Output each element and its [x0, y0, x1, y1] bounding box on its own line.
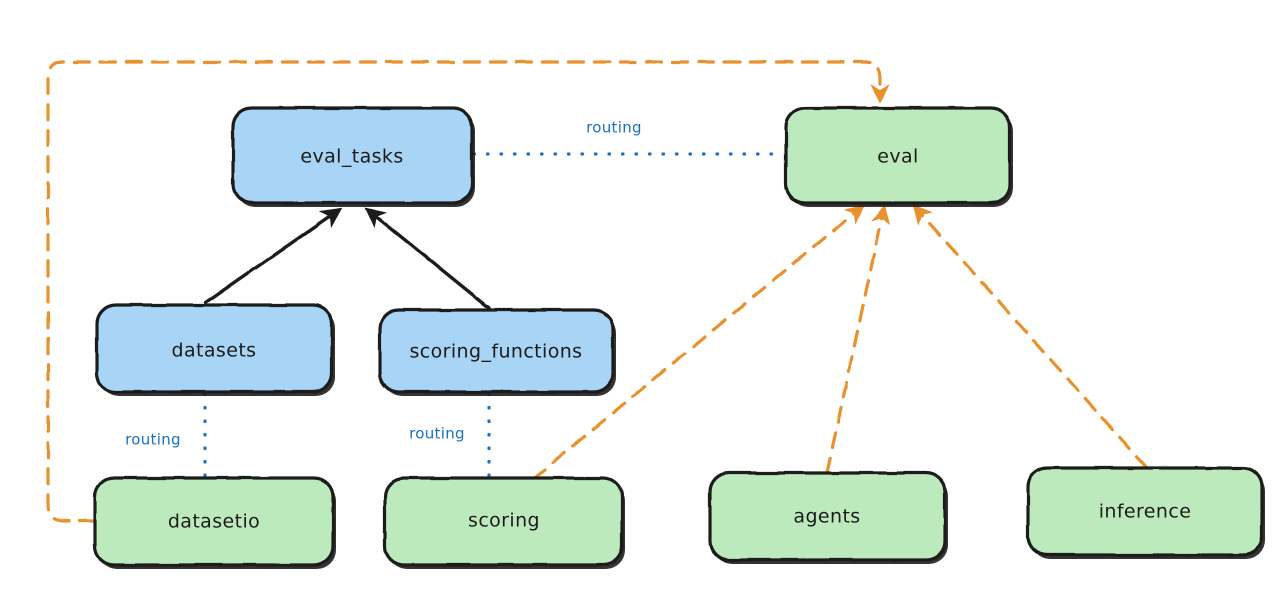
node-datasets-label: datasets: [172, 340, 257, 362]
node-scoring_functions-label: scoring_functions: [410, 341, 583, 363]
edge-datasetio-to-eval: [46, 60, 890, 523]
edges-layer: [46, 60, 1149, 523]
nodes-layer: eval_tasks eval datasets scoring_functio…: [93, 106, 1265, 569]
edge-agents-to-eval: [825, 204, 891, 475]
node-datasets-box: [95, 303, 334, 394]
node-scoring-box: [383, 476, 624, 567]
node-agents-label: agents: [793, 506, 860, 528]
edge-label-routing-eval_tasks-eval: routing: [586, 119, 642, 137]
node-eval-box: [784, 106, 1012, 205]
edge-inference-to-eval: [912, 204, 1149, 470]
node-inference-label: inference: [1099, 501, 1192, 523]
node-scoring-label: scoring: [468, 510, 540, 532]
node-datasetio[interactable]: datasetio: [93, 476, 336, 569]
node-inference[interactable]: inference: [1026, 466, 1265, 559]
node-datasetio-box: [93, 476, 335, 567]
node-eval_tasks-box: [231, 106, 474, 205]
node-eval-label: eval: [877, 146, 918, 168]
edge-datasets-to-eval_tasks: [203, 207, 343, 305]
edge-label-routing-datasets-datasetio: routing: [125, 431, 181, 449]
node-eval[interactable]: eval: [784, 106, 1013, 207]
node-scoring_functions-box: [378, 308, 615, 394]
node-scoring[interactable]: scoring: [383, 476, 625, 569]
edge-scoring-to-eval: [531, 204, 865, 481]
node-inference-box: [1026, 466, 1264, 557]
node-datasets[interactable]: datasets: [95, 303, 335, 396]
node-agents[interactable]: agents: [708, 471, 948, 564]
node-eval_tasks-label: eval_tasks: [300, 146, 403, 168]
node-datasetio-label: datasetio: [168, 511, 260, 533]
node-agents-box: [708, 471, 947, 562]
node-scoring_functions[interactable]: scoring_functions: [378, 308, 616, 396]
edge-labels-layer: routing routing routing: [125, 119, 642, 449]
edge-label-routing-scoring_functions-scoring: routing: [409, 425, 465, 443]
node-eval_tasks[interactable]: eval_tasks: [231, 106, 475, 207]
edge-scoring_functions-to-eval_tasks: [364, 207, 491, 310]
